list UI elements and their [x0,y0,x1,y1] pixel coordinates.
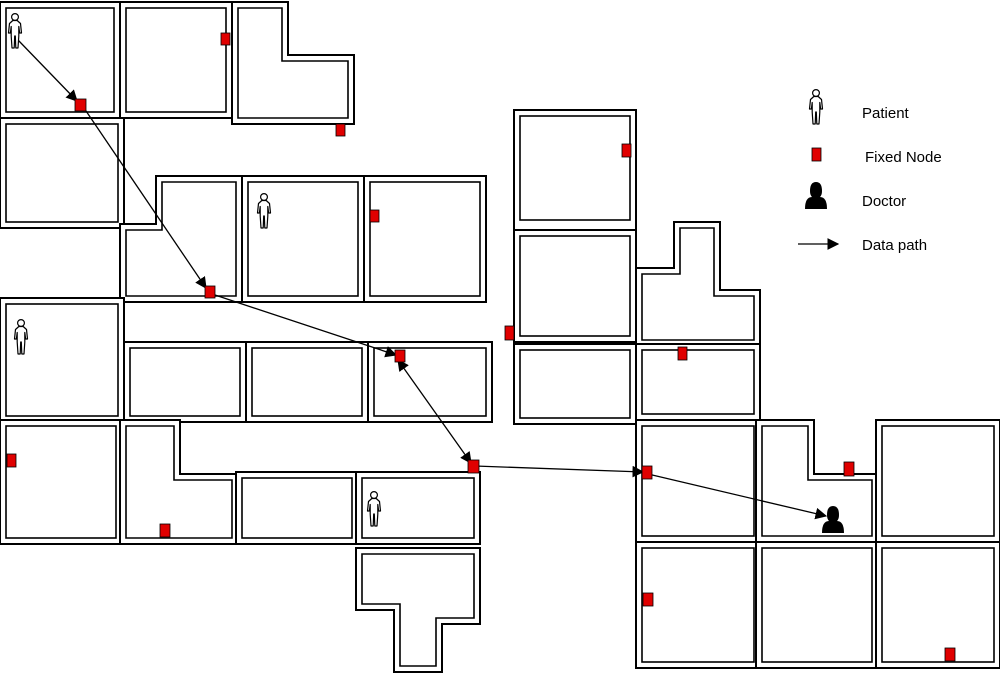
legend: Patient Fixed Node Doctor Data path [798,88,942,254]
fixed-nodes [6,32,956,662]
data-path-arrow [211,293,398,358]
data-path [17,39,828,520]
fixed-node-icon [369,209,380,223]
fixed-node-icon [204,285,216,299]
room [755,419,879,543]
room [0,297,125,423]
room [513,343,637,425]
fixed-node-icon [220,32,231,46]
fixed-node-icon [621,143,632,158]
fixed-node-icon [944,647,956,662]
room [355,547,481,673]
room [123,341,247,423]
fixed-node-icon [641,465,653,480]
fixed-node-icon [6,453,17,468]
room [119,175,243,303]
room [367,341,493,423]
room [119,1,233,119]
legend-label-data-path: Data path [862,237,927,254]
data-path-arrow [474,465,645,478]
room [635,221,761,347]
room [635,419,761,543]
room [119,419,239,545]
legend-label-patient: Patient [862,105,910,122]
legend-label-fixed-node: Fixed Node [865,149,942,166]
fixed-node-icon [843,461,855,477]
fixed-node-icon [394,349,406,363]
room [363,175,487,303]
legend-label-doctor: Doctor [862,193,906,210]
room [241,175,365,303]
fixed-node-icon [677,346,688,361]
data-path-arrow [397,359,472,464]
data-path-arrow [17,39,78,102]
fixed-node-icon [335,123,346,137]
room [875,541,1000,669]
data-path-arrow [647,473,828,520]
room [513,229,637,343]
room [231,1,355,125]
room [513,109,637,231]
doctor-icon [805,182,827,209]
data-path-arrow [83,107,207,289]
room [635,343,761,421]
room [0,117,125,229]
room [0,1,121,119]
room [0,419,123,545]
fixed-node-icon [642,592,654,607]
fixed-node-icon [811,147,822,162]
room [755,541,879,669]
fixed-node-icon [74,98,87,112]
fixed-node-icon [159,523,171,538]
fixed-node-icon [467,459,480,474]
room [875,419,1000,543]
fixed-node-icon [504,325,515,341]
room [245,341,369,423]
room [355,471,481,545]
room [635,541,761,669]
patient-icon [808,88,824,125]
room [235,471,359,545]
